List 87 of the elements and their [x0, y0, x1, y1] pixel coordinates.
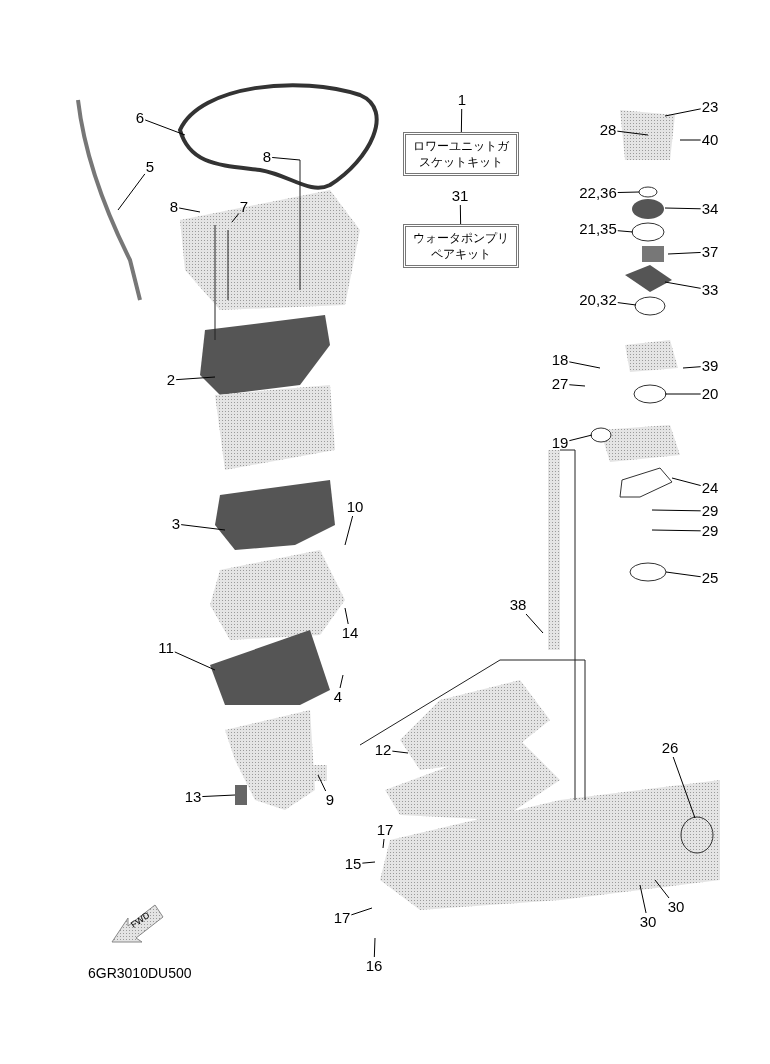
- callout-number: 28: [599, 122, 617, 138]
- leader-line: [271, 156, 301, 161]
- callout-number: 29: [701, 523, 719, 539]
- callout-number: 19: [551, 435, 569, 451]
- leader-line: [144, 119, 186, 136]
- leader-line: [201, 794, 236, 798]
- callout-number: 31: [451, 188, 469, 204]
- callout-number: 26: [661, 740, 679, 756]
- leader-line: [672, 756, 696, 819]
- leader-line: [382, 838, 385, 849]
- leader-line: [671, 477, 702, 487]
- leader-line: [344, 515, 354, 546]
- leader-line: [459, 204, 462, 225]
- leader-line: [350, 907, 373, 916]
- callout-number: 30: [667, 899, 685, 915]
- leader-line: [117, 173, 146, 211]
- leader-line: [679, 139, 702, 141]
- callout-number: 10: [346, 499, 364, 515]
- callout-number: 22,36: [579, 185, 617, 201]
- leader-line: [339, 674, 344, 689]
- leader-line: [682, 366, 702, 369]
- leader-line: [617, 230, 634, 233]
- callout-number: 39: [701, 358, 719, 374]
- leader-line: [460, 108, 463, 133]
- leader-line: [344, 607, 349, 625]
- kit-label-box: ウォータポンプリペアキット: [403, 224, 519, 268]
- leader-line: [391, 750, 409, 754]
- callout-number: 8: [169, 199, 179, 215]
- callout-number: 6: [135, 110, 145, 126]
- callout-number: 14: [341, 625, 359, 641]
- leader-line: [664, 207, 702, 210]
- leader-line: [617, 302, 637, 306]
- callout-number: 18: [551, 352, 569, 368]
- leader-line: [654, 879, 670, 899]
- leader-line: [664, 281, 702, 289]
- leader-line: [568, 434, 593, 442]
- callout-number: 33: [701, 282, 719, 298]
- callout-number: 16: [365, 958, 383, 974]
- leader-line: [361, 861, 376, 864]
- callout-number: 20: [701, 386, 719, 402]
- callout-number: 7: [239, 199, 249, 215]
- callout-number: 37: [701, 244, 719, 260]
- diagram-code: 6GR3010DU500: [88, 965, 192, 981]
- callout-number: 25: [701, 570, 719, 586]
- leader-line: [525, 613, 544, 634]
- callout-number: 11: [158, 640, 174, 656]
- callout-number: 17: [376, 822, 394, 838]
- callout-number: 17: [333, 910, 351, 926]
- leader-line: [178, 207, 201, 213]
- leader-line: [651, 529, 702, 532]
- callout-number: 1: [457, 92, 467, 108]
- callout-number: 38: [509, 597, 527, 613]
- leader-line: [667, 251, 702, 255]
- callout-number: 30: [639, 914, 657, 930]
- leader-line: [373, 937, 376, 958]
- leader-line: [180, 524, 226, 531]
- callout-number: 4: [333, 689, 343, 705]
- callout-number: 9: [325, 792, 335, 808]
- kit-label-box: ロワーユニットガスケットキット: [403, 132, 519, 176]
- callout-number: 21,35: [579, 221, 617, 237]
- leader-line: [231, 212, 240, 223]
- leader-line: [616, 130, 649, 136]
- callout-number: 29: [701, 503, 719, 519]
- leader-line: [174, 651, 216, 671]
- callout-number: 24: [701, 480, 719, 496]
- leader-line: [617, 191, 640, 193]
- callout-number: 12: [374, 742, 392, 758]
- callout-number: 23: [701, 99, 719, 115]
- leader-line: [568, 384, 586, 387]
- callout-number: 27: [551, 376, 569, 392]
- leader-line: [664, 393, 702, 395]
- callout-number: 8: [262, 149, 272, 165]
- leader-line: [317, 774, 327, 792]
- leader-line: [639, 884, 647, 914]
- callout-number: 5: [145, 159, 155, 175]
- callout-number: 3: [171, 516, 181, 532]
- callout-number: 20,32: [579, 292, 617, 308]
- callout-number: 34: [701, 201, 719, 217]
- leader-line: [568, 361, 601, 369]
- leader-line: [665, 571, 702, 578]
- callout-number: 2: [166, 372, 176, 388]
- leader-line: [651, 509, 702, 512]
- callout-number: 40: [701, 132, 719, 148]
- callout-number: 13: [184, 789, 202, 805]
- leader-line: [175, 376, 216, 381]
- callout-number: 15: [344, 856, 362, 872]
- leader-line: [664, 108, 702, 117]
